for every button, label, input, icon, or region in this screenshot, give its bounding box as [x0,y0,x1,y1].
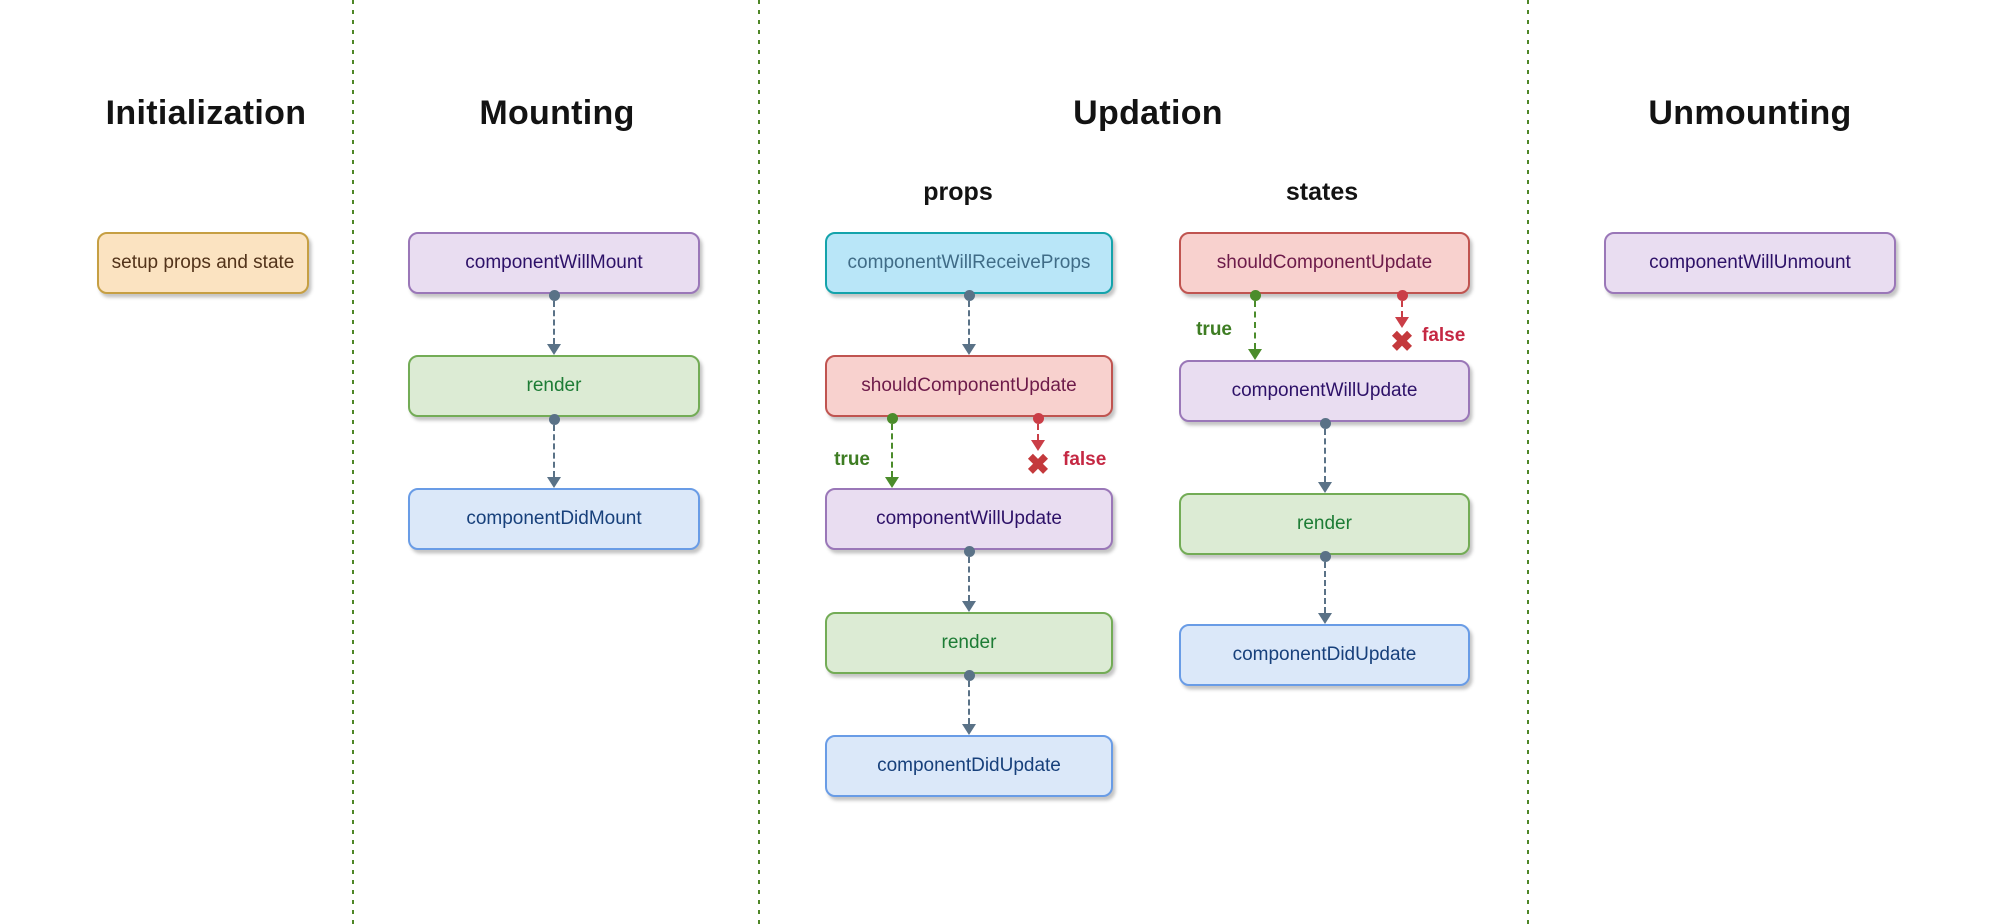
node-component-did-update-states: componentDidUpdate [1179,624,1470,686]
arrow-line [968,301,970,344]
section-divider [352,0,354,924]
arrow-head-icon [962,724,976,735]
arrow-dot [886,413,898,424]
arrow-receive-props-to-should-update [960,290,978,355]
arrow-dot [548,290,560,301]
node-component-will-update-props: componentWillUpdate [825,488,1113,550]
node-render-states: render [1179,493,1470,555]
arrow-head-icon [547,477,561,488]
arrow-render-to-did-update-states [1316,551,1334,624]
arrow-line [553,425,555,477]
arrow-will-update-to-render-states [1316,418,1334,493]
arrow-head-icon [1248,349,1262,360]
label-false-states: false [1422,325,1466,346]
section-divider [758,0,760,924]
x-icon: ✖ [1026,448,1050,480]
node-component-did-mount: componentDidMount [408,488,700,550]
section-title-mounting: Mounting [479,94,635,132]
arrow-head-icon [1395,316,1409,328]
node-component-will-receive-props: componentWillReceiveProps [825,232,1113,294]
node-setup-props-and-state: setup props and state [97,232,309,294]
section-title-unmounting: Unmounting [1648,94,1852,132]
section-title-updation: Updation [1073,94,1223,132]
arrow-head-icon [1318,482,1332,493]
arrow-head-icon [1318,613,1332,624]
arrow-head-icon [885,477,899,488]
node-should-component-update-states: shouldComponentUpdate [1179,232,1470,294]
arrow-dot [1319,418,1331,429]
x-icon: ✖ [1390,325,1414,357]
arrow-line [891,424,893,477]
arrow-line [1254,301,1256,349]
arrow-false-props: ✖ [1026,413,1050,480]
arrow-dot [548,414,560,425]
arrow-head-icon [962,601,976,612]
arrow-line [1401,301,1403,317]
arrow-line [968,557,970,601]
arrow-line [968,681,970,724]
section-title-initialization: Initialization [105,94,307,132]
arrow-line [1324,562,1326,613]
arrow-head-icon [962,344,976,355]
arrow-line [1324,429,1326,482]
arrow-head-icon [1031,439,1045,451]
label-true-states: true [1196,319,1232,340]
arrow-true-props [883,413,901,488]
arrow-will-update-to-render-props [960,546,978,612]
arrow-true-states [1246,290,1264,360]
arrow-false-states: ✖ [1390,290,1414,357]
arrow-dot [1032,413,1044,424]
column-label-states: states [1285,178,1359,206]
column-label-props: props [923,178,993,206]
section-divider [1527,0,1529,924]
arrow-dot [1396,290,1408,301]
node-component-will-update-states: componentWillUpdate [1179,360,1470,422]
arrow-head-icon [547,344,561,355]
label-true-props: true [834,449,870,470]
node-should-component-update-props: shouldComponentUpdate [825,355,1113,417]
arrow-dot [963,546,975,557]
arrow-render-to-did-mount [545,414,563,488]
arrow-line [1037,424,1039,440]
arrow-render-to-did-update-props [960,670,978,735]
node-component-did-update-props: componentDidUpdate [825,735,1113,797]
node-render-mounting: render [408,355,700,417]
label-false-props: false [1063,449,1107,470]
arrow-dot [1319,551,1331,562]
arrow-dot [963,290,975,301]
node-component-will-unmount: componentWillUnmount [1604,232,1896,294]
arrow-dot [963,670,975,681]
arrow-dot [1249,290,1261,301]
arrow-will-mount-to-render [545,290,563,355]
node-component-will-mount: componentWillMount [408,232,700,294]
node-render-props: render [825,612,1113,674]
arrow-line [553,301,555,344]
